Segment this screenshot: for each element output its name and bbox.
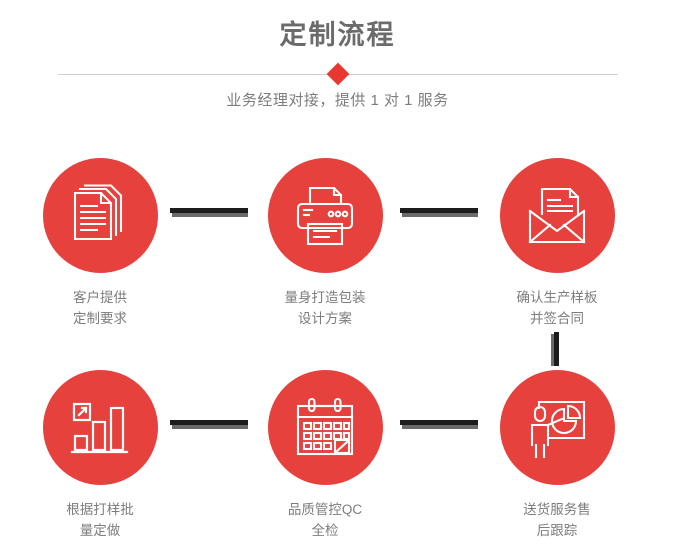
process-step-6[interactable]: 送货服务售 后跟踪	[477, 370, 637, 541]
connector-shadow	[172, 213, 248, 217]
connector-shadow	[551, 334, 554, 366]
step-2-label: 量身打造包装 设计方案	[284, 290, 366, 326]
step-2-icon-circle	[267, 158, 383, 273]
connector-step4-step5	[170, 420, 248, 429]
envelope-document-icon	[528, 187, 586, 243]
page-subtitle: 业务经理对接，提供 1 对 1 服务	[226, 92, 449, 109]
connector-bar	[554, 332, 559, 366]
connector-shadow	[402, 213, 478, 217]
process-step-1[interactable]: 客户提供 定制要求	[20, 158, 180, 329]
connector-bar	[170, 208, 248, 213]
presenter-pie-chart-icon	[530, 400, 586, 458]
connector-shadow	[402, 425, 478, 429]
process-step-2[interactable]: 量身打造包装 设计方案	[245, 158, 405, 329]
process-step-4[interactable]: 根据打样批 量定做	[20, 370, 180, 541]
step-3-label: 确认生产样板 并签合同	[516, 290, 598, 326]
connector-step3-step6	[551, 332, 560, 366]
step-6-label: 送货服务售 后跟踪	[523, 502, 591, 538]
step-4-label: 根据打样批 量定做	[66, 502, 134, 538]
documents-stack-icon	[73, 183, 123, 240]
step-1-icon-circle	[42, 158, 158, 273]
printer-icon	[296, 186, 354, 245]
connector-bar	[400, 420, 478, 425]
step-1-label: 客户提供 定制要求	[73, 290, 127, 326]
step-5-label: 品质管控QC 全检	[287, 502, 363, 538]
page-title: 定制流程	[279, 20, 396, 50]
process-step-5[interactable]: 品质管控QC 全检	[245, 370, 405, 541]
header: 定制流程 业务经理对接，提供 1 对 1 服务	[0, 0, 675, 130]
connector-step5-step6	[400, 420, 478, 429]
calendar-check-icon	[296, 397, 354, 455]
step-5-icon-circle	[267, 370, 383, 485]
connector-shadow	[172, 425, 248, 429]
connector-bar	[170, 420, 248, 425]
process-step-3[interactable]: 确认生产样板 并签合同	[477, 158, 637, 329]
connector-bar	[400, 208, 478, 213]
bar-chart-growth-icon	[70, 402, 129, 453]
process-flow: 客户提供 定制要求 量身打造包装 设计方案	[0, 140, 675, 550]
title-divider	[0, 62, 675, 88]
diamond-marker-icon	[326, 62, 349, 86]
connector-step2-step3	[400, 208, 478, 217]
step-4-icon-circle	[42, 370, 158, 485]
step-6-icon-circle	[499, 370, 615, 485]
connector-step1-step2	[170, 208, 248, 217]
step-3-icon-circle	[499, 158, 615, 273]
